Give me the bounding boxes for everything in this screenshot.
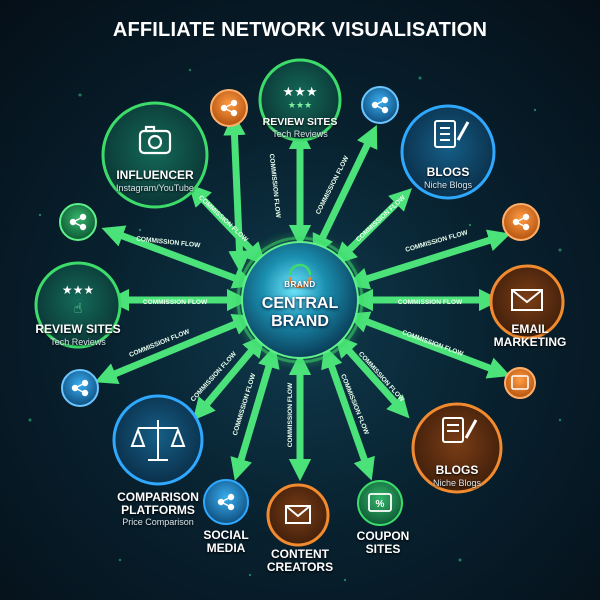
coupon-icon [368,493,392,512]
svg-text:%: % [376,499,385,510]
comparison-line2: PLATFORMS [121,502,195,517]
flow-label: COMMISSION FLOW [287,382,294,447]
blogs-bottom-label: BLOGS Niche Blogs [414,464,500,488]
blogs-top-node [400,104,496,200]
flow-label: COMMISSION FLOW [355,194,407,244]
central-brand-line1: CENTRAL [261,295,339,312]
blogs-top-title: BLOGS [426,165,470,179]
blogs-top-subtitle: Niche Blogs [423,179,473,190]
arrow-to-coupon [321,345,375,481]
central-brand-line2: BRAND [271,313,329,331]
arrow-to-share-lowleft [94,313,256,385]
central-brand-label: BRAND CENTRAL BRAND [255,280,345,332]
arrow-to-share-left [101,225,256,289]
review-sites-top-subtitle: Tech Reviews [272,129,328,140]
content-creators-label: CONTENT CREATORS [255,548,345,573]
page-title: AFFILIATE NETWORK VISUALISATION [112,19,488,41]
review-sites-left-node: ★★★ ☝ [34,261,122,349]
envelope-icon [511,289,543,311]
review-sites-top-node: ★★★ ★★★ [258,58,342,142]
coupon-sites-line1: COUPON [356,529,410,543]
stars-icon: ★★★ ★★★ [283,84,318,110]
review-sites-left-title: REVIEW SITES [35,322,121,336]
flow-label: COMMISSION FLOW [268,153,282,219]
influencer-label: INFLUENCER Instagram/YouTube [100,169,210,193]
svg-text:★★★: ★★★ [288,100,312,110]
blogs-bottom-node [411,402,503,494]
comparison-subtitle: Price Comparison [122,517,194,528]
email-marketing-line1: EMAIL [511,322,549,336]
review-sites-left-label: REVIEW SITES Tech Reviews [18,323,138,347]
coupon-sites-node: % [357,480,403,526]
scales-icon [130,420,186,461]
envelope-icon [285,505,311,524]
comparison-platforms-node [112,394,204,486]
arrow-to-social [230,345,280,481]
content-creators-node [266,483,330,547]
email-marketing-node [489,264,565,340]
calendar-node [504,367,536,399]
social-media-label: SOCIAL MEDIA [196,529,256,554]
influencer-node [101,101,209,209]
flow-label: COMMISSION FLOW [401,329,465,358]
flow-label: COMMISSION FLOW [197,194,249,244]
social-media-node [203,479,249,525]
notebook-icon [442,417,478,443]
svg-text:★★★: ★★★ [283,84,318,99]
blogs-top-label: BLOGS Niche Blogs [405,166,491,190]
share-nodes [59,86,540,407]
calendar-icon [511,375,529,390]
commission-arrows [94,112,511,482]
arrow-to-share-right [346,229,511,290]
stars-icon: ★★★ [62,283,94,297]
brand-badge: BRAND [284,280,316,289]
coupon-sites-line2: SITES [365,541,401,556]
pointer-icon: ☝ [74,300,83,316]
review-sites-top-title: REVIEW SITES [262,116,338,128]
notebook-icon [434,120,470,148]
blogs-bottom-subtitle: Niche Blogs [432,477,482,488]
central-brand-node [236,236,364,364]
share-icon [69,96,530,511]
brand-arc-icon [288,263,312,276]
email-marketing-label: EMAIL MARKETING [480,323,580,348]
social-media-line1: SOCIAL [203,528,249,542]
coupon-sites-label: COUPON SITES [348,530,418,555]
flow-label: COMMISSION FLOW [143,299,208,306]
content-creators-line2: CREATORS [266,559,334,574]
comparison-platforms-label: COMPARISON PLATFORMS Price Comparison [95,491,221,528]
influencer-title: INFLUENCER [116,168,194,182]
flow-label: COMMISSION FLOW [398,299,463,306]
arrow-to-calendar [346,311,511,379]
comparison-line1: COMPARISON [117,490,199,504]
review-sites-top-label: REVIEW SITES Tech Reviews [255,116,345,140]
review-sites-left-subtitle: Tech Reviews [50,336,106,347]
email-marketing-line2: MARKETING [493,334,567,349]
blogs-bottom-title: BLOGS [435,463,479,477]
influencer-subtitle: Instagram/YouTube [116,182,194,193]
arrow-to-share-topleft [223,112,251,274]
social-media-line2: MEDIA [206,540,246,555]
content-creators-line1: CONTENT [271,547,329,561]
flow-label: COMMISSION FLOW [357,351,406,404]
camera-icon [138,125,172,155]
